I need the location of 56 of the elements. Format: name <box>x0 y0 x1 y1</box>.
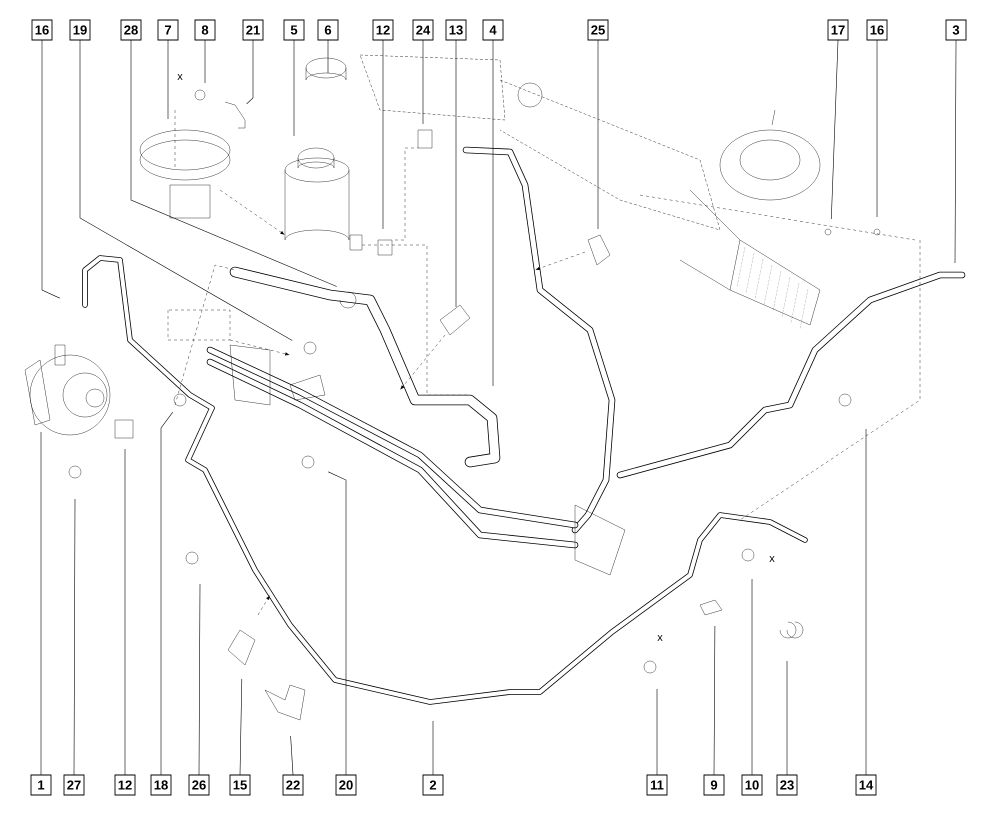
callout-number: 19 <box>70 20 90 40</box>
callout-number: 22 <box>282 774 304 796</box>
leader-line <box>831 40 838 220</box>
callout-number: 24 <box>412 20 434 40</box>
callout-number: 23 <box>776 774 798 796</box>
callout-number: 2 <box>422 774 444 796</box>
leader-line <box>714 626 716 775</box>
label-text: x <box>177 74 183 80</box>
callout-number: 20 <box>336 774 356 796</box>
leader-line <box>246 40 254 104</box>
callout-number: 25 <box>588 20 608 40</box>
leader-line <box>204 40 206 84</box>
callout-number: 4 <box>482 20 504 40</box>
leader-line <box>656 688 658 775</box>
label-text: x <box>769 556 775 562</box>
leader-line <box>786 660 788 775</box>
callout-number: 17 <box>828 20 848 40</box>
leader-line <box>876 40 878 218</box>
callout-number: 3 <box>946 20 966 40</box>
callout-number: 6 <box>318 20 338 40</box>
callout-number: 11 <box>646 774 668 796</box>
leader-line <box>240 678 242 775</box>
callout-number: 8 <box>194 20 216 40</box>
callout-number: 7 <box>158 20 178 40</box>
leader-line <box>80 40 292 341</box>
label-text: x <box>657 635 663 641</box>
leader-line <box>124 448 126 775</box>
callout-number: 14 <box>856 774 876 796</box>
callout-number: 9 <box>704 774 724 796</box>
leader-line <box>160 412 173 775</box>
callout-number: 21 <box>242 20 264 40</box>
callout-number: 26 <box>188 774 210 796</box>
leader-line <box>198 584 200 775</box>
callout-number: 12 <box>114 774 136 796</box>
leader-line <box>328 472 346 775</box>
callout-number: 1 <box>30 774 52 796</box>
callout-number: 10 <box>742 774 762 796</box>
leader-line <box>492 40 494 386</box>
leader-line <box>432 720 434 775</box>
leader-line <box>290 736 294 775</box>
callout-number: 5 <box>284 20 304 40</box>
callout-number: 18 <box>150 774 172 796</box>
callout-number: 16 <box>866 20 888 40</box>
callout-number: 15 <box>230 774 250 796</box>
callout-number: 13 <box>446 20 466 40</box>
callout-number: 27 <box>64 774 84 796</box>
leader-line <box>954 40 956 264</box>
leader-line <box>382 40 384 230</box>
callout-number: 12 <box>372 20 394 40</box>
callout-number: 28 <box>120 20 142 40</box>
leader-line <box>422 40 424 124</box>
leader-line <box>130 40 337 287</box>
leader-line <box>42 40 60 298</box>
leader-line <box>40 432 42 775</box>
leader-line <box>74 498 76 775</box>
callout-number: 16 <box>32 20 52 40</box>
